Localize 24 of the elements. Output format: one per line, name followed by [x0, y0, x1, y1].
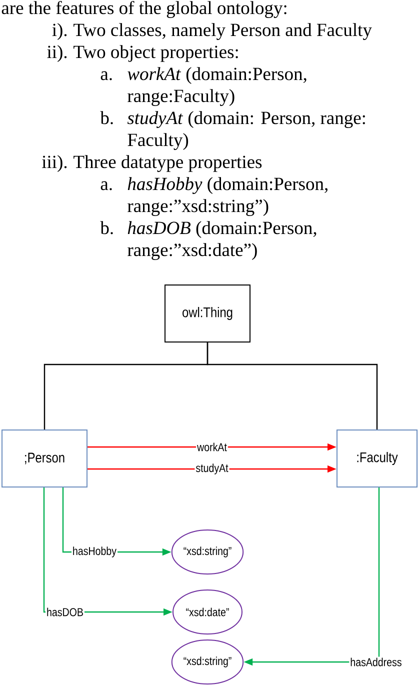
edge-label: hasDOB: [46, 606, 84, 618]
edge-label: hasAddress: [349, 656, 403, 668]
list-marker: a.: [100, 71, 112, 80]
list-item: Two object properties:: [74, 45, 238, 62]
list-marker: ii).: [47, 45, 67, 62]
list-item: workAt (domain:Person, range:Faculty): [128, 67, 306, 106]
list-item: hasHobby (domain:Person, range:”xsd:string”): [128, 177, 328, 216]
paragraph-text: are the features of the global ontology:: [2, 0, 286, 18]
list-marker: i).: [52, 23, 67, 40]
edge-label: hasHobby: [72, 546, 118, 558]
list-marker: b.: [100, 111, 113, 124]
list-marker: a.: [100, 181, 112, 190]
list-marker: b.: [100, 221, 113, 234]
list-item: studyAt (domain: Person, range: Faculty): [127, 111, 365, 150]
box: :Faculty: [336, 430, 418, 488]
edge-label: studyAt: [194, 462, 230, 476]
box: ;Person: [2, 430, 88, 488]
list-item: Two classes, namely Person and Faculty: [74, 23, 372, 40]
list-marker: iii).: [42, 155, 67, 172]
box: owl:Thing: [164, 284, 250, 342]
edge-label: workAt: [196, 442, 228, 452]
connector-line: [206, 342, 378, 430]
list-item: hasDOB (domain:Person, range:”xsd:date”): [128, 221, 316, 260]
list-item: Three datatype properties: [74, 155, 262, 172]
